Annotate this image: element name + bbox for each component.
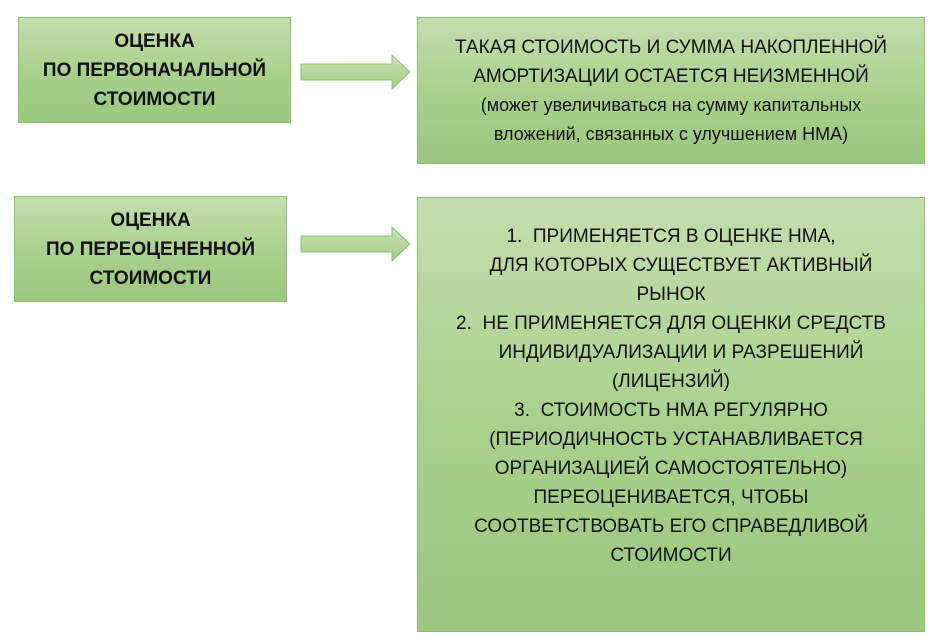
list-item-3-line-2: (ПЕРИОДИЧНОСТЬ УСТАНАВЛИВАЕТСЯ xyxy=(489,429,863,450)
list-item-1-line-1: ПРИМЕНЯЕТСЯ В ОЦЕНКЕ НМА, xyxy=(532,226,836,247)
box-revalued-cost-description: 1. ПРИМЕНЯЕТСЯ В ОЦЕНКЕ НМА, ДЛЯ КОТОРЫХ… xyxy=(417,197,925,632)
list-item-2-line-3: (ЛИЦЕНЗИЙ) xyxy=(611,371,731,392)
list-item-1-number: 1. xyxy=(506,226,523,247)
desc-1-line-1: ТАКАЯ СТОИМОСТЬ И СУММА НАКОПЛЕННОЙ xyxy=(454,36,888,58)
list-item-3-line-3: ОРГАНИЗАЦИЕЙ САМОСТОЯТЕЛЬНО) xyxy=(494,458,848,479)
list-item-2-line-1: НЕ ПРИМЕНЯЕТСЯ ДЛЯ ОЦЕНКИ СРЕДСТВ xyxy=(482,313,886,334)
box-original-cost-description: ТАКАЯ СТОИМОСТЬ И СУММА НАКОПЛЕННОЙ АМОР… xyxy=(417,17,925,164)
list-item-2-number: 2. xyxy=(456,313,472,334)
box-revalued-cost-line-3: СТОИМОСТИ xyxy=(89,267,212,289)
desc-1-sub-line-2: вложений, связанных с улучшением НМА) xyxy=(493,123,849,144)
list-item-2-line-2: ИНДИВИДУАЛИЗАЦИИ И РАЗРЕШЕНИЙ xyxy=(498,342,864,363)
desc-1-sub-line-1: (может увеличиваться на сумму капитальны… xyxy=(480,94,862,115)
arrow-right-icon xyxy=(300,226,411,262)
list-item-1-line-3: РЫНОК xyxy=(636,284,706,305)
arrow-right-icon xyxy=(300,54,411,90)
list-item-3-line-4: ПЕРЕОЦЕНИВАЕТСЯ, ЧТОБЫ xyxy=(533,487,809,508)
box-revalued-cost-line-2: ПО ПЕРЕОЦЕНЕННОЙ xyxy=(46,238,255,260)
list-item-1: 1. ПРИМЕНЯЕТСЯ В ОЦЕНКЕ НМА, xyxy=(506,222,835,251)
list-item-3-line-5: СООТВЕТСТВОВАТЬ ЕГО СПРАВЕДЛИВОЙ xyxy=(474,516,868,537)
list-item-3-line-1: СТОИМОСТЬ НМА РЕГУЛЯРНО xyxy=(540,400,828,421)
box-original-cost-line-2: ПО ПЕРВОНАЧАЛЬНОЙ xyxy=(42,59,267,81)
box-original-cost: ОЦЕНКА ПО ПЕРВОНАЧАЛЬНОЙ СТОИМОСТИ xyxy=(18,17,291,123)
box-original-cost-line-3: СТОИМОСТИ xyxy=(93,88,216,110)
list-item-3-number: 3. xyxy=(514,400,531,421)
list-item-3-line-6: СТОИМОСТИ xyxy=(610,545,732,566)
box-original-cost-line-1: ОЦЕНКА xyxy=(114,30,195,52)
list-item-2: 2. НЕ ПРИМЕНЯЕТСЯ ДЛЯ ОЦЕНКИ СРЕДСТВ xyxy=(456,309,886,338)
list-item-1-line-2: ДЛЯ КОТОРЫХ СУЩЕСТВУЕТ АКТИВНЫЙ xyxy=(489,255,873,276)
list-item-3: 3. СТОИМОСТЬ НМА РЕГУЛЯРНО xyxy=(514,396,828,425)
box-revalued-cost: ОЦЕНКА ПО ПЕРЕОЦЕНЕННОЙ СТОИМОСТИ xyxy=(14,196,287,302)
box-revalued-cost-line-1: ОЦЕНКА xyxy=(110,209,191,231)
desc-1-line-2: АМОРТИЗАЦИИ ОСТАЕТСЯ НЕИЗМЕННОЙ xyxy=(473,65,869,87)
